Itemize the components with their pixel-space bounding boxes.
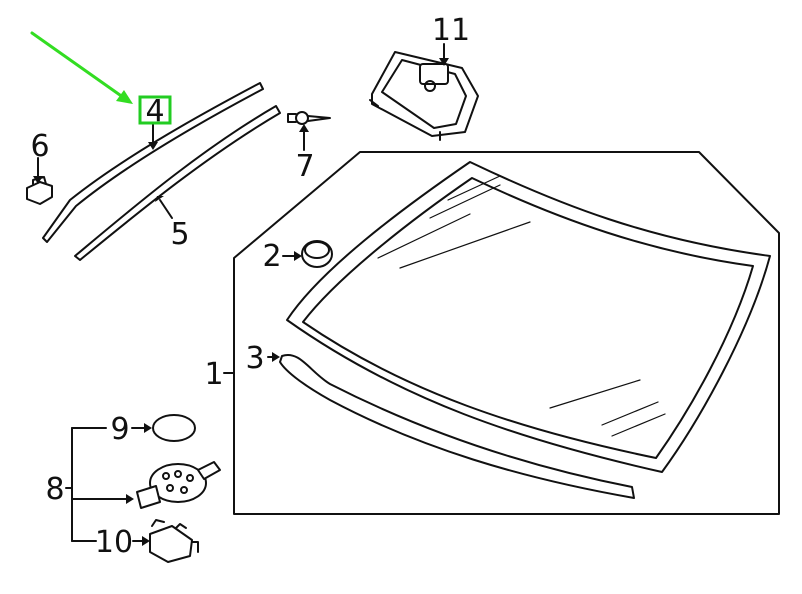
callout-8[interactable]: 8: [45, 472, 64, 507]
highlight-box: [138, 95, 172, 125]
callout-4[interactable]: 4: [145, 94, 164, 129]
gel-pad-icon[interactable]: [152, 414, 196, 442]
callout-9[interactable]: 9: [110, 412, 129, 447]
sensor-assembly-bracket-icon[interactable]: [136, 461, 221, 509]
leader-lines: [33, 43, 449, 546]
callout-10[interactable]: 10: [95, 525, 133, 560]
callout-2[interactable]: 2: [262, 239, 281, 274]
callout-11[interactable]: 11: [432, 13, 470, 48]
camera-module-icon[interactable]: [369, 51, 479, 141]
windshield-frame: [233, 151, 780, 515]
highlight-arrow-head: [116, 90, 133, 104]
lower-molding-strip-icon[interactable]: [279, 353, 635, 499]
spacer-clip-icon[interactable]: [301, 240, 333, 268]
rivet-pin-icon[interactable]: [287, 111, 331, 125]
callout-5[interactable]: 5: [170, 217, 189, 252]
retainer-clip-icon[interactable]: [26, 176, 53, 205]
windshield-glass-icon[interactable]: [286, 161, 771, 473]
highlight-annotation: [30, 31, 172, 125]
callout-3[interactable]: 3: [245, 341, 264, 376]
callout-1[interactable]: 1: [204, 357, 223, 392]
callout-labels: 4 6 5 7 11 2 3 1 9 8 10: [30, 13, 470, 560]
callout-6[interactable]: 6: [30, 129, 49, 164]
sensor-bracket-icon[interactable]: [149, 519, 199, 563]
highlight-arrow-line: [30, 31, 129, 102]
callout-7[interactable]: 7: [295, 149, 314, 184]
molding-strip-icon[interactable]: [74, 105, 281, 261]
upper-molding-strip-icon[interactable]: [42, 82, 264, 243]
